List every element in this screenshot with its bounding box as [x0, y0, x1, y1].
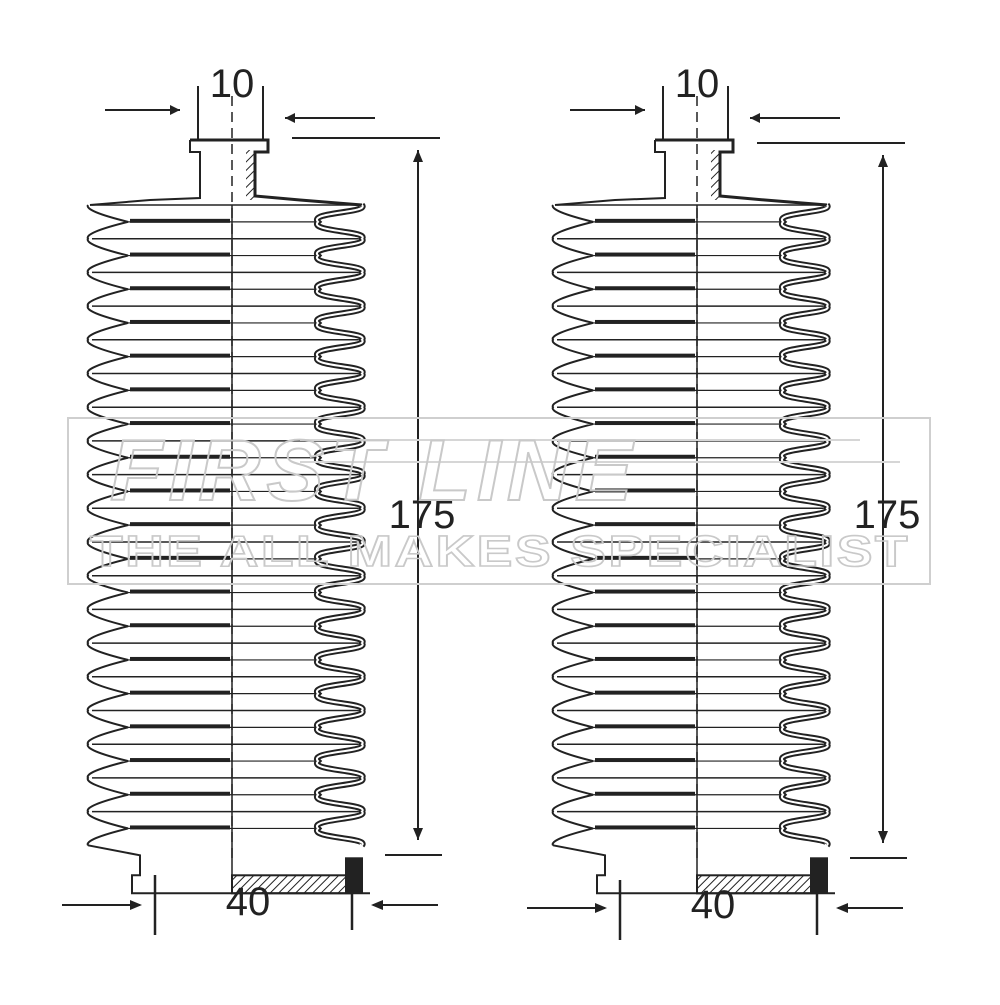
bellows-left-profile	[86, 204, 129, 846]
boot-collar	[87, 844, 370, 895]
boot-neck-left	[89, 140, 201, 206]
watermark-subtitle: THE ALL MAKES SPECIALIST	[90, 527, 910, 576]
boot-right-height-dimension-label: 175	[854, 493, 921, 537]
boot-right-bottom-dimension: 40	[527, 880, 903, 940]
fold-shade	[595, 791, 695, 796]
fold-shade	[130, 724, 230, 729]
boot-right-bottom-dimension-label: 40	[691, 883, 736, 927]
boot-right-bellows	[551, 138, 835, 895]
fold-shade	[130, 656, 230, 661]
fold-shade	[130, 387, 230, 392]
fold-shade	[595, 218, 695, 223]
fold-shade	[130, 825, 230, 830]
fold-shade	[130, 319, 230, 324]
boot-left-height-dimension-label: 175	[389, 493, 456, 537]
boot-collar-lip	[810, 857, 828, 894]
fold-shade	[595, 252, 695, 257]
fold-shade	[595, 758, 695, 763]
fold-shade	[595, 555, 695, 560]
fold-shade	[595, 656, 695, 661]
fold-shade	[595, 387, 695, 392]
boot-left-bellows	[86, 138, 370, 895]
fold-shade	[595, 286, 695, 291]
boot-collar-lip	[345, 857, 363, 894]
fold-shade	[595, 454, 695, 459]
fold-shade	[595, 353, 695, 358]
fold-shade	[130, 555, 230, 560]
boot-right: 10 175 40	[527, 62, 920, 940]
fold-shade	[595, 522, 695, 527]
fold-shade	[595, 421, 695, 426]
fold-shade	[130, 286, 230, 291]
watermark-frame	[67, 417, 931, 585]
fold-shade	[130, 454, 230, 459]
boot-neck	[190, 138, 363, 207]
boot-left-bottom-dimension-label: 40	[226, 880, 271, 924]
boot-right-top-dimension: 10	[570, 62, 840, 860]
fold-shade	[130, 758, 230, 763]
boot-left-bottom-dimension: 40	[62, 875, 438, 935]
boot-neck	[655, 138, 828, 207]
boot-neck-section	[711, 150, 720, 200]
fold-shade	[130, 690, 230, 695]
boot-right-top-dimension-label: 10	[675, 62, 720, 106]
fold-shade	[130, 421, 230, 426]
fold-shade	[130, 623, 230, 628]
fold-shade	[130, 353, 230, 358]
boot-right-height-dimension: 175	[757, 142, 921, 859]
bellows-right-profile-inner	[781, 204, 829, 847]
boot-left-top-dimension: 10	[105, 62, 375, 860]
bellows-left-profile	[551, 204, 594, 846]
boot-neck-section	[246, 150, 255, 200]
fold-shade	[130, 522, 230, 527]
boot-collar	[552, 844, 835, 895]
watermark: FIRST LINE THE ALL MAKES SPECIALIST	[67, 417, 931, 585]
fold-shade	[595, 488, 695, 493]
fold-shade	[595, 319, 695, 324]
boot-left-height-dimension: 175	[292, 137, 456, 856]
fold-shade	[130, 218, 230, 223]
fold-shade	[595, 690, 695, 695]
fold-shade	[130, 791, 230, 796]
watermark-title: FIRST LINE	[110, 423, 638, 519]
fold-shade	[130, 589, 230, 594]
boot-left-top-dimension-label: 10	[210, 62, 255, 106]
boot-left: 10 175 40	[62, 62, 455, 935]
boot-neck-left	[554, 140, 666, 206]
bellows-right-profile-inner	[316, 204, 364, 847]
fold-shade	[595, 589, 695, 594]
fold-shade	[595, 825, 695, 830]
fold-shade	[130, 488, 230, 493]
fold-shade	[130, 252, 230, 257]
fold-shade	[595, 623, 695, 628]
fold-shade	[595, 724, 695, 729]
